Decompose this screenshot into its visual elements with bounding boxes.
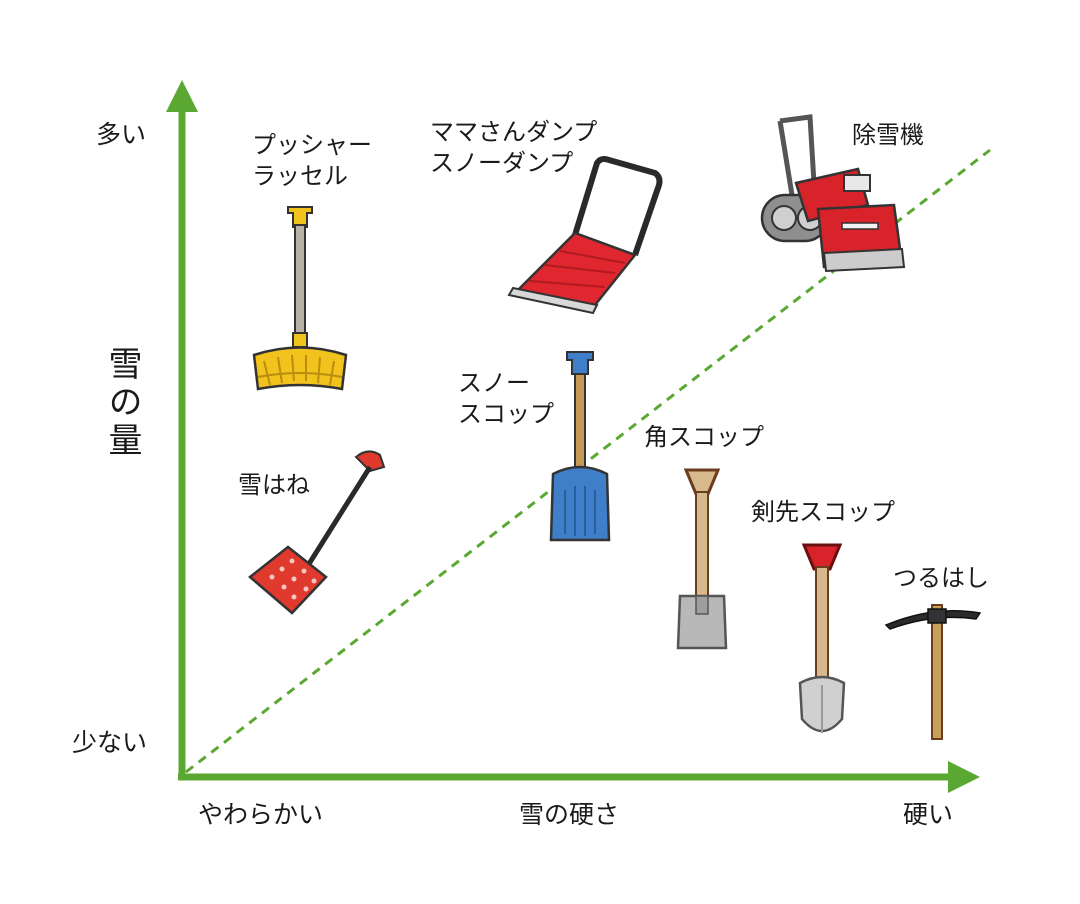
square-shovel-icon [672, 468, 732, 653]
tool-label-line: つるはし [893, 564, 989, 592]
x-axis-arrow [948, 761, 980, 793]
tool-label-line: スノー [458, 369, 530, 397]
pointed-shovel-icon [792, 543, 852, 743]
tool-label-line: ラッセル [252, 162, 348, 191]
tool-label-line: 角スコップ [644, 423, 764, 451]
x-high-label: 硬い [903, 800, 954, 829]
tool-label-line: 雪はね [238, 471, 310, 499]
tool-label-pointed-scoop: 剣先スコップ [751, 497, 895, 528]
snow-dump-icon [505, 155, 665, 320]
snow-shovel-icon [545, 350, 615, 545]
tool-label-yukihane: 雪はね [238, 470, 310, 501]
x-low-label: やわらかい [198, 800, 324, 829]
tool-label-mama-dump: ママさんダンプ スノーダンプ [430, 117, 597, 179]
tool-label-pickaxe: つるはし [893, 563, 989, 594]
y-axis-arrow [166, 80, 198, 112]
tool-label-line: 剣先スコップ [751, 498, 895, 526]
pickaxe-icon [884, 603, 984, 743]
tool-label-line: スコップ [458, 400, 554, 429]
y-high-label: 多い [96, 120, 147, 149]
snowblower-icon [758, 113, 908, 273]
tool-label-line: スノーダンプ [430, 149, 574, 178]
tool-label-pusher: プッシャー ラッセル [252, 130, 372, 192]
y-low-label: 少ない [72, 728, 148, 757]
tool-label-line: 除雪機 [852, 121, 924, 149]
pusher-shovel-icon [250, 205, 350, 395]
snow-scoop-icon [244, 445, 394, 620]
y-axis-title: 雪の量 [102, 346, 142, 460]
tool-label-square-scoop: 角スコップ [644, 422, 764, 453]
tool-label-snow-scoop: スノー スコップ [458, 368, 554, 430]
x-axis-title: 雪の硬さ [519, 800, 620, 829]
tool-label-line: プッシャー [252, 131, 372, 159]
tool-label-line: ママさんダンプ [430, 118, 598, 146]
tool-label-snowblower: 除雪機 [852, 120, 924, 151]
